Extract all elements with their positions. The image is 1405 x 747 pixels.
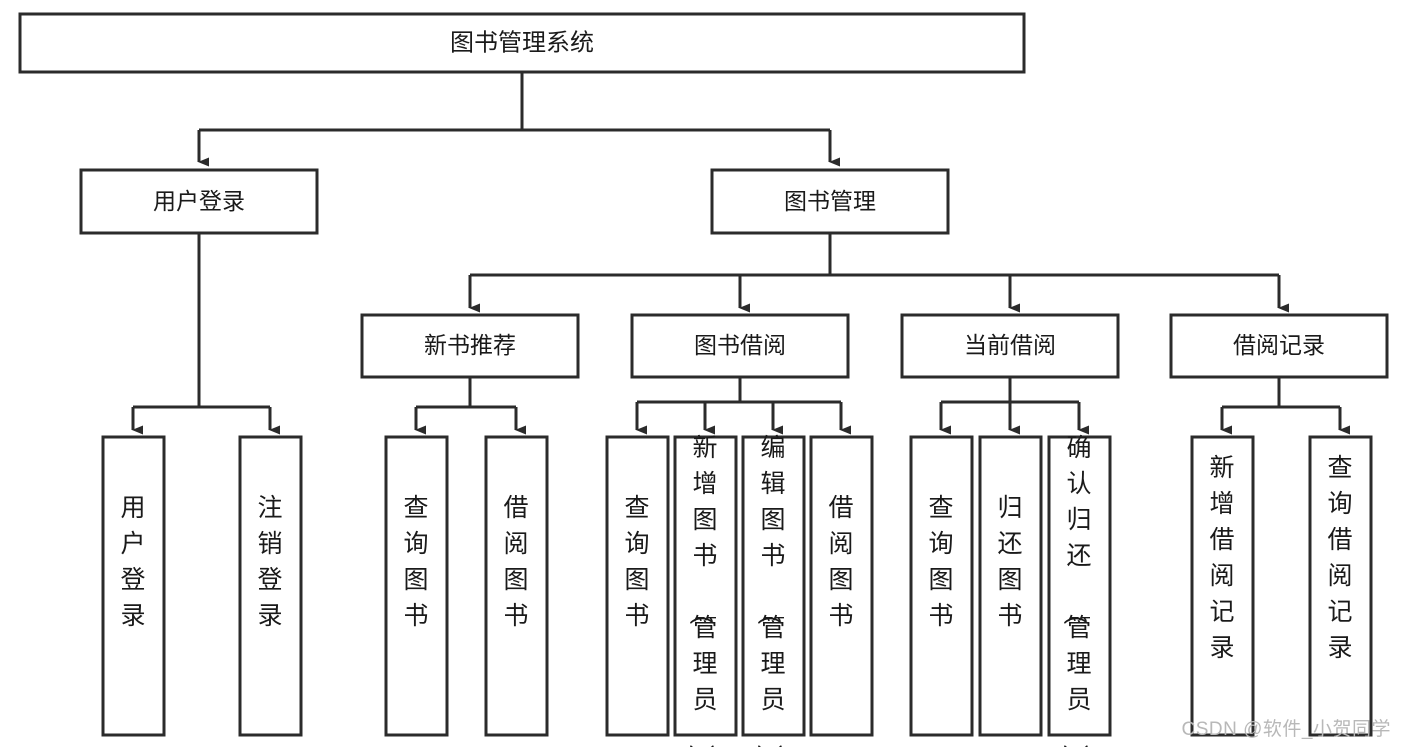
node-leaf-user-login[interactable]: 用户登录 bbox=[101, 435, 166, 737]
node-leaf-query-borrow-record[interactable]: 查询借阅记录 bbox=[1308, 435, 1373, 737]
node-root-system[interactable]: 图书管理系统 bbox=[18, 12, 1026, 74]
node-user-login[interactable]: 用户登录 bbox=[79, 168, 319, 235]
node-current-borrow-box[interactable] bbox=[900, 313, 1120, 379]
edge-group-current-borrow-to-leaves bbox=[939, 377, 1089, 435]
node-new-book-recommend[interactable]: 新书推荐 bbox=[360, 313, 580, 379]
node-user-login-box[interactable] bbox=[79, 168, 319, 235]
node-leaf-return-book-box[interactable] bbox=[978, 435, 1043, 737]
node-leaf-borrow-book-recommend-box[interactable] bbox=[484, 435, 549, 737]
node-book-borrow-box[interactable] bbox=[630, 313, 850, 379]
node-borrow-record[interactable]: 借阅记录 bbox=[1169, 313, 1389, 379]
node-leaf-add-book-admin-box[interactable] bbox=[673, 435, 738, 737]
node-root-box[interactable] bbox=[18, 12, 1026, 74]
node-leaf-borrow-book-label: 借阅图书 bbox=[828, 494, 853, 630]
node-leaf-edit-book-admin[interactable]: 编辑图书（管理员） bbox=[741, 434, 806, 747]
edge-group-new-book-recommend-to-leaves bbox=[414, 377, 526, 435]
edge-group-book-borrow-to-leaves bbox=[635, 377, 851, 435]
node-leaf-confirm-return-admin[interactable]: 确认归还（管理员） bbox=[1047, 434, 1112, 747]
node-leaf-query-borrow-record-label: 查询借阅记录 bbox=[1327, 454, 1352, 662]
node-leaf-query-book-recommend[interactable]: 查询图书 bbox=[384, 435, 449, 737]
node-leaf-add-book-admin-label: 新增图书（管理员） bbox=[686, 434, 717, 747]
node-leaf-return-book-label: 归还图书 bbox=[997, 494, 1022, 630]
node-leaf-add-borrow-record-box[interactable] bbox=[1190, 435, 1255, 737]
node-leaf-logout-box[interactable] bbox=[238, 435, 303, 737]
node-leaf-query-book-recommend-label: 查询图书 bbox=[403, 494, 428, 630]
node-leaf-borrow-book-box[interactable] bbox=[809, 435, 874, 737]
node-leaf-query-book-borrow-label: 查询图书 bbox=[624, 494, 649, 630]
node-leaf-return-book[interactable]: 归还图书 bbox=[978, 435, 1043, 737]
node-leaf-user-login-box[interactable] bbox=[101, 435, 166, 737]
node-leaf-user-login-label: 用户登录 bbox=[120, 494, 145, 630]
node-leaf-add-borrow-record[interactable]: 新增借阅记录 bbox=[1190, 435, 1255, 737]
node-leaf-add-borrow-record-label: 新增借阅记录 bbox=[1209, 454, 1234, 662]
node-leaf-logout-label: 注销登录 bbox=[257, 494, 282, 630]
node-leaf-query-book-borrow-box[interactable] bbox=[605, 435, 670, 737]
edge-group-book-manage-to-level3 bbox=[468, 233, 1289, 313]
node-leaf-edit-book-admin-label: 编辑图书（管理员） bbox=[754, 434, 785, 747]
node-leaf-borrow-book-recommend-label: 借阅图书 bbox=[503, 494, 528, 630]
node-user-login-label: 用户登录 bbox=[153, 188, 245, 214]
node-new-book-recommend-box[interactable] bbox=[360, 313, 580, 379]
node-book-manage-label: 图书管理 bbox=[784, 188, 876, 214]
node-leaf-confirm-return-admin-box[interactable] bbox=[1047, 435, 1112, 737]
edge-group-root-to-level2 bbox=[197, 72, 840, 167]
node-leaf-edit-book-admin-box[interactable] bbox=[741, 435, 806, 737]
node-leaf-borrow-book-recommend[interactable]: 借阅图书 bbox=[484, 435, 549, 737]
node-leaf-query-book-current-label: 查询图书 bbox=[928, 494, 953, 630]
node-book-manage-box[interactable] bbox=[710, 168, 950, 235]
node-leaf-query-book-current[interactable]: 查询图书 bbox=[909, 435, 974, 737]
node-leaf-borrow-book[interactable]: 借阅图书 bbox=[809, 435, 874, 737]
node-leaf-query-borrow-record-box[interactable] bbox=[1308, 435, 1373, 737]
node-borrow-record-box[interactable] bbox=[1169, 313, 1389, 379]
edge-group-user-login-to-leaves bbox=[131, 233, 280, 435]
node-leaf-query-book-borrow[interactable]: 查询图书 bbox=[605, 435, 670, 737]
node-leaf-confirm-return-admin-label: 确认归还（管理员） bbox=[1060, 434, 1091, 747]
node-book-borrow[interactable]: 图书借阅 bbox=[630, 313, 850, 379]
edge-group-borrow-record-to-leaves bbox=[1220, 377, 1350, 435]
node-root-label: 图书管理系统 bbox=[450, 29, 594, 56]
node-book-manage[interactable]: 图书管理 bbox=[710, 168, 950, 235]
node-new-book-recommend-label: 新书推荐 bbox=[424, 332, 516, 358]
node-leaf-add-book-admin[interactable]: 新增图书（管理员） bbox=[673, 434, 738, 747]
node-current-borrow-label: 当前借阅 bbox=[964, 332, 1056, 358]
node-borrow-record-label: 借阅记录 bbox=[1233, 332, 1325, 358]
node-current-borrow[interactable]: 当前借阅 bbox=[900, 313, 1120, 379]
node-leaf-logout[interactable]: 注销登录 bbox=[238, 435, 303, 737]
node-leaf-query-book-recommend-box[interactable] bbox=[384, 435, 449, 737]
node-book-borrow-label: 图书借阅 bbox=[694, 332, 786, 358]
node-leaf-query-book-current-box[interactable] bbox=[909, 435, 974, 737]
